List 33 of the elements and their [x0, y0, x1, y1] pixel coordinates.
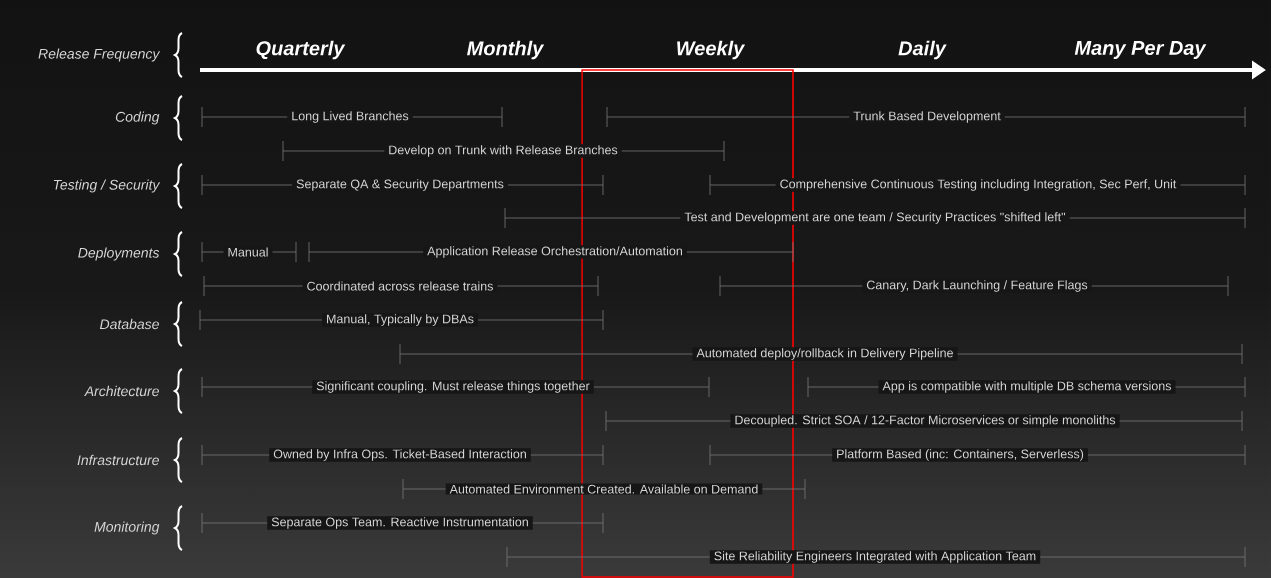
range-label: Long Lived Branches [287, 110, 413, 124]
range-label: Canary, Dark Launching / Feature Flags [862, 279, 1092, 293]
frequency-label: Many Per Day [1074, 41, 1207, 59]
range-label: Separate Ops Team. Reactive Instrumentation [267, 516, 533, 530]
range-label: Owned by Infra Ops. Ticket-Based Interaction [269, 448, 531, 462]
range-label: Comprehensive Continuous Testing including Integration, Sec Perf, Unit [775, 178, 1181, 192]
range-label: Automated deploy/rollback in Delivery Pipeline [692, 347, 958, 361]
range-label: Manual, Typically by DBAs [322, 313, 478, 327]
category-label: Coding [115, 111, 160, 125]
category-label: Infrastructure [77, 454, 159, 466]
category-label: Release Frequency [38, 48, 161, 62]
frequency-label: Daily [898, 40, 947, 60]
range-label: Application Release Orchestration/Automation [423, 245, 687, 259]
range-label: Test and Development are one team / Security Practices "shifted left" [680, 211, 1070, 225]
frequency-label: Weekly [677, 40, 746, 60]
range-label: Platform Based (inc: Containers, Serverless) [832, 448, 1088, 462]
range-label: Site Reliability Engineers Integrated with Application Team [709, 550, 1041, 564]
range-label: Trunk Based Development [849, 110, 1005, 124]
range-label: Coordinated across release trains [302, 280, 498, 292]
frequency-label: Monthly [467, 40, 545, 60]
range-label: Decoupled. Strict SOA / 12-Factor Microservices or simple monoliths [730, 414, 1120, 428]
frequency-label: Quarterly [256, 40, 346, 60]
range-label: Separate QA & Security Departments [292, 178, 508, 192]
category-label: Deployments [78, 247, 160, 261]
category-label: Monitoring [94, 521, 160, 535]
range-label: Develop on Trunk with Release Branches [384, 144, 622, 158]
category-label: Architecture [84, 385, 159, 397]
range-label: Manual [223, 246, 273, 258]
category-label: Database [99, 318, 159, 330]
range-label: Significant coupling. Must release things together [312, 380, 594, 394]
range-label: App is compatible with multiple DB schema versions [878, 380, 1176, 394]
range-label: Automated Environment Created. Available on Demand [445, 483, 763, 495]
category-label: Testing / Security [53, 179, 161, 193]
